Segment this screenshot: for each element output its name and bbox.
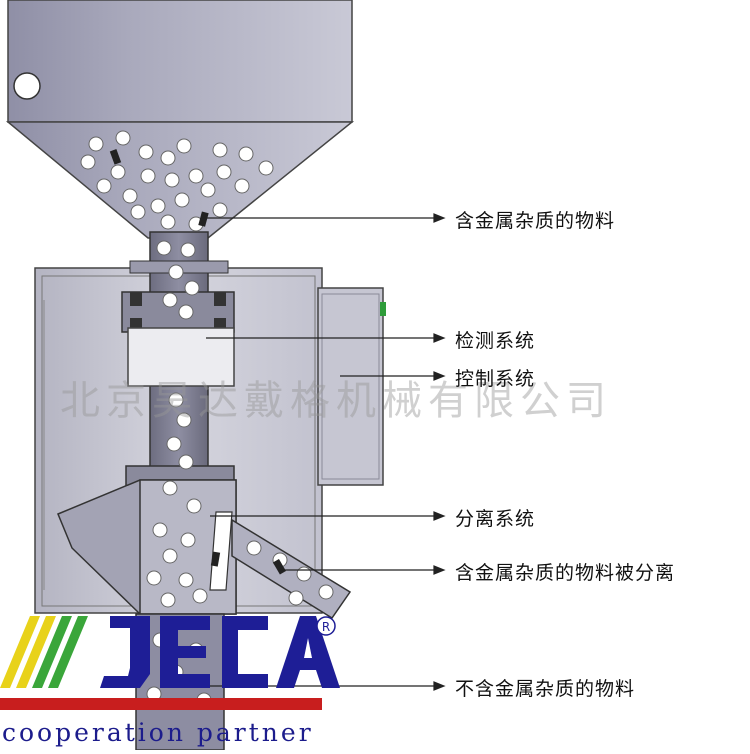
logo-red-bar bbox=[0, 698, 322, 710]
label-metal-material: 含金属杂质的物料 bbox=[455, 210, 616, 232]
indicator-light bbox=[380, 302, 386, 316]
label-detection-system: 检测系统 bbox=[455, 330, 536, 352]
logo-letters bbox=[100, 616, 340, 688]
label-control-system: 控制系统 bbox=[455, 368, 536, 390]
watermark: 北京昊达戴格机械有限公司 bbox=[60, 378, 612, 424]
hopper-port bbox=[13, 72, 41, 100]
label-separated-material: 含金属杂质的物料被分离 bbox=[455, 562, 676, 584]
label-separation-system: 分离系统 bbox=[455, 508, 536, 530]
registered-mark: R bbox=[322, 620, 330, 634]
label-clean-material: 不含金属杂质的物料 bbox=[455, 678, 636, 700]
control-box bbox=[317, 287, 386, 486]
leader-arrows bbox=[198, 213, 446, 691]
brand-tagline: cooperation partner bbox=[2, 718, 314, 747]
material-particles bbox=[80, 130, 334, 708]
brand-logo: R bbox=[0, 608, 360, 750]
logo-stripes bbox=[0, 616, 88, 688]
